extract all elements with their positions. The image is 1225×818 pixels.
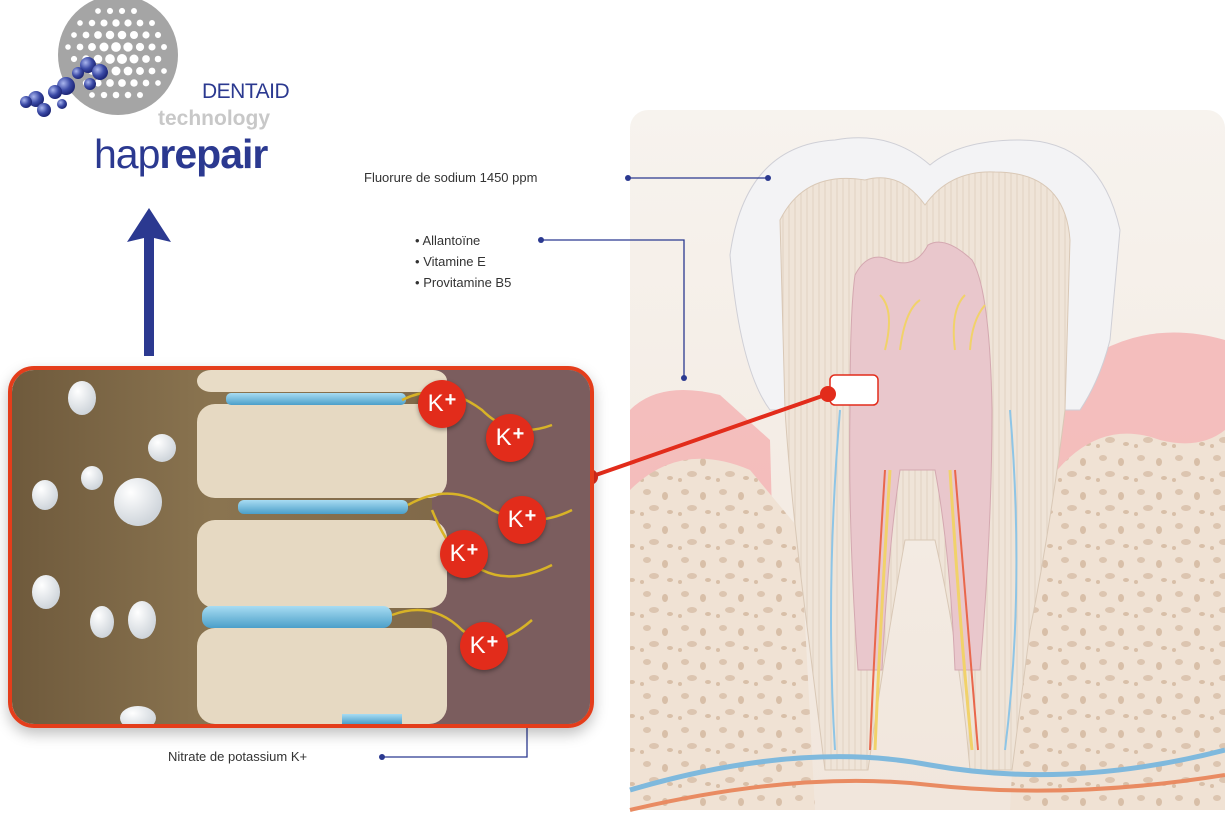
potassium-ion-4: K+ bbox=[440, 530, 488, 578]
brand-technology: technology bbox=[158, 107, 270, 131]
brand-company: DENTAID bbox=[202, 80, 289, 104]
ingredients-list: • Allantoïne • Vitamine E • Provitamine … bbox=[415, 230, 511, 293]
brand-product-regular: hap bbox=[94, 131, 159, 177]
tooth-cross-section bbox=[600, 110, 1225, 818]
ingredient-item: • Allantoïne bbox=[415, 230, 511, 251]
potassium-ion-2: K+ bbox=[486, 414, 534, 462]
brand-product-bold: repair bbox=[159, 131, 267, 177]
dentin-tubule-inset: K+ K+ K+ K+ K+ bbox=[8, 366, 594, 728]
fluoride-label: Fluorure de sodium 1450 ppm bbox=[364, 167, 537, 188]
potassium-label: Nitrate de potassium K+ bbox=[168, 746, 307, 767]
ingredient-item: • Vitamine E bbox=[415, 251, 511, 272]
up-arrow-icon bbox=[126, 208, 172, 358]
potassium-ion-3: K+ bbox=[498, 496, 546, 544]
brand-product-name: haprepair bbox=[94, 131, 267, 178]
potassium-ion-5: K+ bbox=[460, 622, 508, 670]
potassium-ion-1: K+ bbox=[418, 380, 466, 428]
ingredient-item: • Provitamine B5 bbox=[415, 272, 511, 293]
